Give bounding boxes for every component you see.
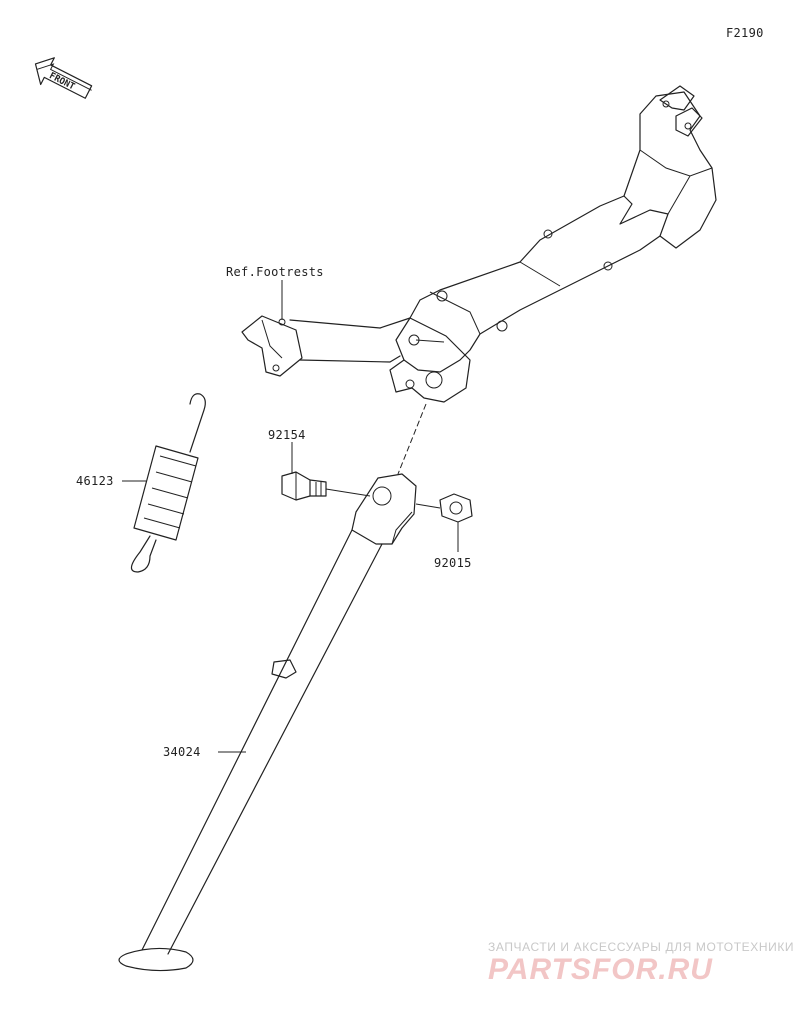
front-arrow-icon: FRONT bbox=[34, 57, 93, 99]
bolt-part bbox=[281, 471, 371, 501]
part-label-34024[interactable]: 34024 bbox=[163, 745, 201, 759]
watermark-tagline: ЗАПЧАСТИ И АКСЕССУАРЫ ДЛЯ МОТОТЕХНИКИ bbox=[488, 940, 795, 954]
spring-part bbox=[130, 393, 206, 573]
footrest-bracket-frame bbox=[241, 85, 717, 403]
part-label-92015[interactable]: 92015 bbox=[434, 556, 472, 570]
ref-footrests-label: Ref.Footrests bbox=[226, 265, 324, 279]
part-label-46123[interactable]: 46123 bbox=[76, 474, 114, 488]
assembly-line bbox=[397, 403, 427, 475]
part-label-92154[interactable]: 92154 bbox=[268, 428, 306, 442]
nut-part bbox=[415, 493, 473, 523]
front-badge-text: FRONT bbox=[47, 71, 76, 92]
watermark-logo: PARTSFOR.RU bbox=[488, 953, 713, 986]
figure-code: F2190 bbox=[726, 26, 764, 40]
side-stand-part bbox=[118, 473, 417, 972]
